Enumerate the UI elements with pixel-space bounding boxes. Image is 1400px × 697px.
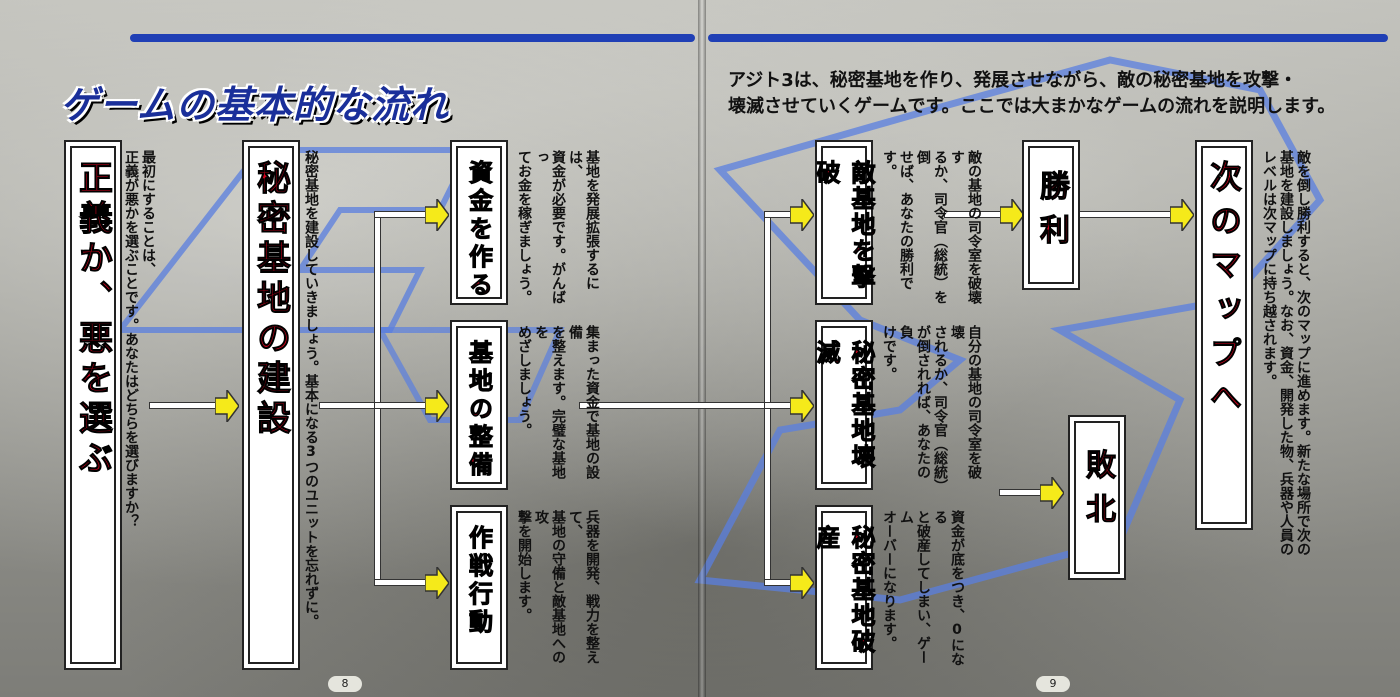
top-rule-left: [130, 34, 695, 42]
step-box-equip-base: 基地の整備: [450, 320, 508, 490]
arrow-right-icon: [1170, 199, 1194, 231]
page-gutter: [698, 0, 706, 697]
desc-line: てお金を稼ぎましょう。: [516, 150, 532, 304]
desc-line: 撃を開始します。: [516, 510, 532, 622]
desc-line: レベルは次マップに持ち越されます。: [1261, 150, 1277, 388]
intro-line: 壊滅させていくゲームです。ここでは大まかなゲームの流れを説明します。: [728, 96, 1336, 117]
arrow-right-icon: [790, 390, 814, 422]
step-label-next-map: 次のマップへ: [1205, 160, 1244, 425]
step-label-defeat: 敗北: [1080, 449, 1116, 538]
step-box-choose-side: 正義か、悪を選ぶ: [64, 140, 122, 670]
desc-base-destroyed: 自分の基地の司令室を破壊 されるか、司令官（総統） が倒されれば、あなたの負 け…: [880, 325, 982, 493]
step-box-next-map: 次のマップへ: [1195, 140, 1253, 530]
desc-make-money: 基地を発展拡張するには、 資金が必要です。がんばっ てお金を稼ぎましょう。: [515, 150, 600, 310]
connector-line: [150, 403, 230, 408]
step-label-destroy-enemy: 敵基地を撃破: [812, 160, 876, 291]
arrow-right-icon: [1000, 199, 1024, 231]
top-rule-right: [708, 34, 1388, 42]
connector-line: [1000, 490, 1045, 495]
desc-line: せば、あなたの勝利です。: [881, 150, 914, 290]
desc-line: されるか、司令官（総統）: [932, 325, 948, 493]
connector-line: [945, 212, 1010, 217]
step-label-choose-side: 正義か、悪を選ぶ: [72, 160, 113, 481]
connector-line: [765, 580, 790, 585]
desc-line: 資金が必要です。がんばっ: [533, 150, 566, 304]
arrow-right-icon: [215, 390, 239, 422]
step-box-destroy-enemy: 敵基地を撃破: [812, 140, 876, 305]
desc-line: 秘密基地を建設していきましょう。基本になる3つのユニットを忘れずに。: [303, 150, 319, 628]
desc-line: 兵器を開発、戦力を整えて、: [567, 510, 600, 664]
step-label-bankrupt: 秘密基地破産: [812, 525, 876, 656]
step-label-operation: 作戦行動: [464, 525, 493, 638]
connector-line: [375, 403, 425, 408]
desc-line: 基地を発展拡張するには、: [567, 150, 600, 290]
arrow-right-icon: [790, 567, 814, 599]
connector-line: [765, 212, 790, 217]
step-box-base-destroyed: 秘密基地壊滅: [812, 320, 876, 490]
arrow-right-icon: [790, 199, 814, 231]
desc-line: オーバーになります。: [881, 510, 897, 650]
desc-line: が倒されれば、あなたの負: [898, 325, 931, 479]
step-label-base-destroyed: 秘密基地壊滅: [812, 340, 876, 471]
desc-line: 敵の基地の司令室を破壊す: [949, 150, 982, 304]
step-box-make-money: 資金を作る: [450, 140, 508, 305]
page-number-right: 9: [1036, 676, 1070, 692]
connector-line: [320, 403, 375, 408]
arrow-right-icon: [425, 390, 449, 422]
desc-build-base: 秘密基地を建設していきましょう。基本になる3つのユニットを忘れずに。: [302, 150, 319, 660]
desc-choose-side: 最初にすることは、 正義が悪かを選ぶことです。あなたはどちらを選びますか？: [122, 150, 156, 660]
arrow-right-icon: [425, 567, 449, 599]
connector-line: [375, 212, 425, 217]
connector-line: [1080, 212, 1175, 217]
connector-line: [375, 580, 425, 585]
desc-line: けです。: [881, 325, 897, 381]
arrow-right-icon: [1040, 477, 1064, 509]
step-label-victory: 勝利: [1034, 170, 1070, 259]
step-label-make-money: 資金を作る: [464, 160, 493, 301]
step-box-victory: 勝利: [1022, 140, 1080, 290]
connector-line: [375, 212, 380, 585]
page-heading: ゲームの基本的な流れ: [60, 83, 449, 127]
connector-line: [765, 212, 770, 585]
desc-bankrupt: 資金が底をつき、0になる と破産してしまい、ゲーム オーバーになります。: [880, 510, 965, 670]
desc-line: 資金が底をつき、0になる: [932, 510, 965, 666]
desc-line: めざしましょう。: [516, 325, 532, 437]
step-box-defeat: 敗北: [1068, 415, 1126, 580]
desc-operation: 兵器を開発、戦力を整えて、 基地の守備と敵基地への攻 撃を開始します。: [515, 510, 600, 670]
desc-line: を整えます。完璧な基地を: [533, 325, 566, 479]
desc-line: と破産してしまい、ゲーム: [898, 510, 931, 664]
desc-line: 基地の守備と敵基地への攻: [533, 510, 566, 664]
desc-next-map: 敵を倒し勝利すると、次のマップに進めます。新たな場所で次の 基地を建設しましょう…: [1260, 150, 1311, 660]
step-label-build-base: 秘密基地の建設: [250, 160, 291, 441]
connector-line: [765, 403, 790, 408]
desc-line: 正義が悪かを選ぶことです。あなたはどちらを選びますか？: [123, 150, 139, 528]
desc-line: 敵を倒し勝利すると、次のマップに進めます。新たな場所で次の: [1295, 150, 1311, 556]
desc-line: 最初にすることは、: [140, 150, 156, 276]
intro-text: アジト3は、秘密基地を作り、発展させながら、敵の秘密基地を攻撃・ 壊滅させていく…: [728, 68, 1388, 120]
desc-equip-base: 集まった資金で基地の設備 を整えます。完璧な基地を めざしましょう。: [515, 325, 600, 490]
desc-line: 自分の基地の司令室を破壊: [949, 325, 982, 479]
arrow-right-icon: [425, 199, 449, 231]
intro-line: アジト3は、秘密基地を作り、発展させながら、敵の秘密基地を攻撃・: [728, 70, 1298, 91]
desc-line: 集まった資金で基地の設備: [567, 325, 600, 479]
step-box-build-base: 秘密基地の建設: [242, 140, 300, 670]
step-box-bankrupt: 秘密基地破産: [812, 505, 876, 670]
desc-destroy-enemy: 敵の基地の司令室を破壊す るか、司令官（総統）を倒 せば、あなたの勝利です。: [880, 150, 982, 310]
step-label-equip-base: 基地の整備: [464, 340, 493, 481]
connector-line: [580, 403, 765, 408]
desc-line: 基地を建設しましょう。なお、資金、開発した物、兵器や人員の: [1278, 150, 1294, 556]
page-number-left: 8: [328, 676, 362, 692]
step-box-operation: 作戦行動: [450, 505, 508, 670]
desc-line: るか、司令官（総統）を倒: [915, 150, 948, 304]
